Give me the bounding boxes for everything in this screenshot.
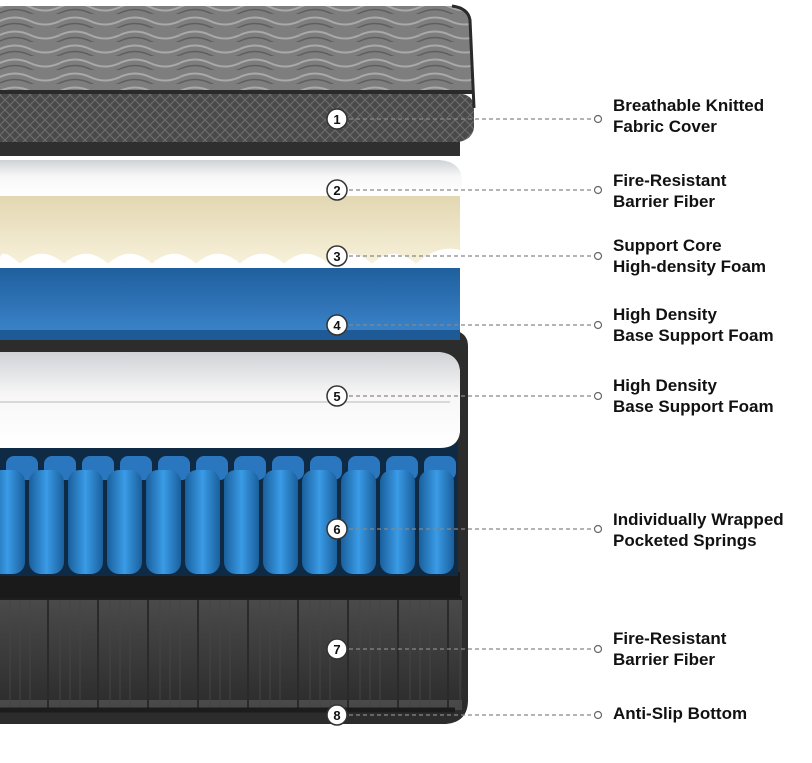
label-layer-8-line-1: Anti-Slip Bottom <box>613 704 748 723</box>
label-layer-5-line-1: High Density <box>613 376 717 395</box>
label-layer-7-line-1: Fire-Resistant <box>613 629 727 648</box>
spring-coil <box>68 470 103 574</box>
label-layer-1-line-1: Breathable Knitted <box>613 96 765 115</box>
layer-number-marker-5: 5 <box>326 385 348 407</box>
leader-end-dot-7 <box>593 644 603 654</box>
layer-number-1: 1 <box>333 112 340 127</box>
label-layer-2-line-2: Barrier Fiber <box>613 192 716 211</box>
layer-number-7: 7 <box>333 642 340 657</box>
layer-number-3: 3 <box>333 249 340 264</box>
spring-coil <box>29 470 64 574</box>
layer-number-marker-2: 2 <box>326 179 348 201</box>
spring-coil <box>0 470 25 574</box>
leader-end-dot-6 <box>593 524 603 534</box>
layer-number-marker-1: 1 <box>326 108 348 130</box>
layer-number-2: 2 <box>333 183 340 198</box>
label-layer-3-line-2: High-density Foam <box>613 257 767 276</box>
layer-egg-crate-foam <box>0 196 460 264</box>
label-layer-4-line-1: High Density <box>613 305 717 324</box>
spring-coil <box>302 470 337 574</box>
layer-knit-cover <box>0 4 476 156</box>
spring-coil <box>380 470 415 574</box>
label-layer-1: Breathable Knitted Fabric Cover <box>613 95 764 137</box>
spring-coil <box>341 470 376 574</box>
leader-lines <box>349 114 603 720</box>
spring-coil <box>224 470 259 574</box>
label-layer-8: Anti-Slip Bottom <box>613 703 747 724</box>
label-layer-3-line-1: Support Core <box>613 236 722 255</box>
layer-white-barrier <box>0 160 462 196</box>
layer-number-marker-4: 4 <box>326 314 348 336</box>
label-layer-2-line-1: Fire-Resistant <box>613 171 727 190</box>
layer-number-marker-6: 6 <box>326 518 348 540</box>
layer-pocketed-springs <box>0 440 458 576</box>
layer-number-4: 4 <box>333 318 341 333</box>
layer-number-marker-7: 7 <box>326 638 348 660</box>
label-layer-4-line-2: Base Support Foam <box>613 326 774 345</box>
label-layer-7: Fire-Resistant Barrier Fiber <box>613 628 726 670</box>
label-layer-5: High Density Base Support Foam <box>613 375 774 417</box>
label-layer-4: High Density Base Support Foam <box>613 304 774 346</box>
layer-number-8: 8 <box>333 708 340 723</box>
leader-end-dot-2 <box>593 185 603 195</box>
leader-end-dot-3 <box>593 251 603 261</box>
label-layer-2: Fire-Resistant Barrier Fiber <box>613 170 726 212</box>
spring-coil <box>107 470 142 574</box>
spring-coil <box>146 470 181 574</box>
leader-end-dot-8 <box>593 710 603 720</box>
layer-number-marker-3: 3 <box>326 245 348 267</box>
layer-white-foam-5 <box>0 352 460 448</box>
label-layer-5-line-2: Base Support Foam <box>613 397 774 416</box>
layer-blue-foam <box>0 268 460 340</box>
spring-coil <box>419 470 454 574</box>
label-layer-6: Individually Wrapped Pocketed Springs <box>613 509 784 551</box>
label-layer-3: Support Core High-density Foam <box>613 235 766 277</box>
layer-number-5: 5 <box>333 389 340 404</box>
leader-end-dot-1 <box>593 114 603 124</box>
label-layer-7-line-2: Barrier Fiber <box>613 650 716 669</box>
leader-end-dot-4 <box>593 320 603 330</box>
label-layer-1-line-2: Fabric Cover <box>613 117 717 136</box>
layer-number-marker-8: 8 <box>326 704 348 726</box>
layer-number-6: 6 <box>333 522 340 537</box>
label-layer-6-line-1: Individually Wrapped <box>613 510 784 529</box>
label-layer-6-line-2: Pocketed Springs <box>613 531 757 550</box>
leader-end-dot-5 <box>593 391 603 401</box>
layer-number-markers: 1 2 3 4 5 6 7 8 <box>326 108 348 726</box>
spring-coil <box>185 470 220 574</box>
spring-coil <box>263 470 298 574</box>
